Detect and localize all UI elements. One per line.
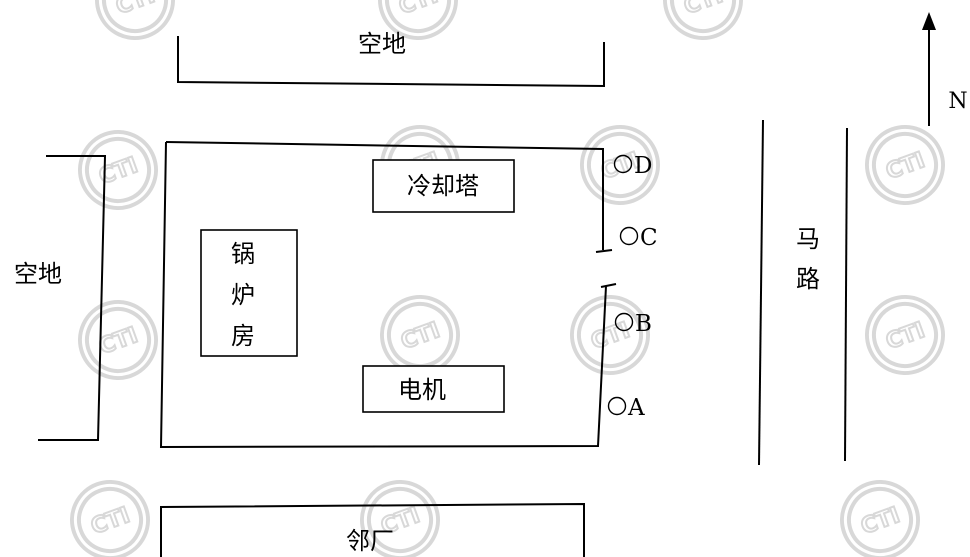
factory-boundary-top-right [165,141,604,250]
boiler-room-box [200,229,298,357]
gate-left-edge [595,249,613,253]
cti-watermark-seal: CTI [580,125,660,205]
cti-watermark-seal: CTI [865,125,945,205]
left-open-land-label: 空地 [14,260,62,288]
point-d-marker [613,154,633,174]
boiler-room-label-2: 炉 [231,281,255,309]
point-c-label: C [640,225,658,251]
cti-watermark-layer: CTICTICTICTICTICTICTICTICTICTICTICTICTIC… [70,0,945,557]
svg-text:CTI: CTI [588,318,634,355]
svg-text:CTI: CTI [96,153,142,190]
svg-text:CTI: CTI [883,148,929,185]
boiler-room-label-3: 房 [231,322,255,350]
svg-text:CTI: CTI [96,323,142,360]
neighbor-factory-label: 邻厂 [346,527,394,555]
boiler-room-label-1: 锅 [231,240,255,268]
svg-text:CTI: CTI [858,503,904,540]
cti-watermark-seal: CTI [70,480,150,557]
left-open-land-outline [38,155,107,441]
monitoring-point-d: D [613,153,652,179]
svg-text:CTI: CTI [681,0,727,20]
point-a-marker [607,396,627,416]
factory-boundary-bottom-left [159,141,607,449]
road-label-2: 路 [796,265,820,293]
svg-text:CTI: CTI [396,0,442,20]
cti-watermark-seal: CTI [663,0,743,40]
monitoring-point-a: A [607,395,645,421]
road-label-1: 马 [796,225,820,253]
north-arrow-icon [922,12,936,30]
road-east-edge [844,127,848,462]
gate-right-edge [600,283,617,288]
point-d-label: D [634,153,652,179]
road-west-edge [758,119,764,466]
cti-watermark-seal: CTI [78,130,158,210]
neighbor-factory-outline [160,502,585,557]
svg-text:CTI: CTI [88,503,134,540]
svg-text:CTI: CTI [883,318,929,355]
point-b-marker [614,312,634,332]
svg-text:CTI: CTI [113,0,159,20]
svg-text:CTI: CTI [398,318,444,355]
north-label: N [948,89,967,114]
cti-watermark-seal: CTI [95,0,175,40]
monitoring-point-c: C [619,225,658,251]
point-a-label: A [627,395,645,421]
cooling-tower-label: 冷却塔 [407,172,479,200]
monitoring-point-b: B [614,311,652,337]
cti-watermark-seal: CTI [865,295,945,375]
motor-box [362,365,505,413]
cooling-tower-box [372,159,515,213]
point-b-label: B [635,311,652,337]
top-open-land-label: 空地 [358,30,406,58]
top-open-land-outline [177,36,605,88]
point-c-marker [619,226,639,246]
cti-watermark-seal: CTI [840,480,920,557]
cti-watermark-seal: CTI [78,300,158,380]
motor-label: 电机 [398,376,446,404]
